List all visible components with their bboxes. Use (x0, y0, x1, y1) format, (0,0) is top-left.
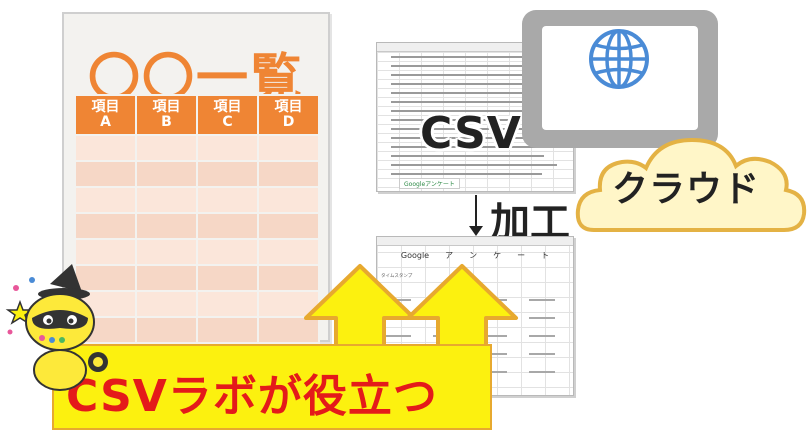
table-cell (135, 264, 198, 292)
table-cell (196, 134, 259, 162)
list-item (391, 155, 544, 157)
list-item (529, 353, 555, 355)
table-cell (74, 186, 137, 214)
table-cell (257, 134, 320, 162)
table-row (74, 134, 320, 162)
table-cell (74, 238, 137, 266)
processed-sheet-title: Google ア ン ケ ー ト (400, 251, 550, 260)
table-cell (257, 212, 320, 240)
table-cell (135, 160, 198, 188)
table-cell (196, 186, 259, 214)
table-cell (196, 264, 259, 292)
cloud-label: クラウド (612, 169, 761, 210)
table-row (74, 160, 320, 188)
table-row (74, 264, 320, 292)
table-cell (135, 238, 198, 266)
list-item (391, 119, 548, 121)
list-item (481, 353, 507, 355)
table-row (74, 212, 320, 240)
table-cell (196, 238, 259, 266)
list-item (391, 128, 561, 130)
table-cell (135, 290, 198, 318)
table-cell (196, 290, 259, 318)
table-cell (257, 264, 320, 292)
table-cell (196, 316, 259, 344)
table-cell (257, 160, 320, 188)
list-item (529, 317, 555, 319)
list-item (391, 92, 565, 94)
table-row (74, 316, 320, 344)
table-cell (257, 186, 320, 214)
list-item (391, 137, 546, 139)
sheet-tab[interactable]: Googleアンケート (399, 178, 460, 189)
table-cell (135, 134, 198, 162)
list-item (481, 335, 507, 337)
list-item (481, 371, 507, 373)
list-item (391, 83, 552, 85)
processed-header-timestamp: タイムスタンプ (381, 274, 413, 279)
list-item (391, 74, 567, 76)
banner-text: CSVラボが役立つ (66, 371, 438, 422)
list-item (391, 110, 563, 112)
column-header-bar (377, 237, 573, 246)
list-item (529, 371, 555, 373)
list-item (391, 173, 542, 175)
list-item (391, 65, 554, 67)
table-row (74, 238, 320, 266)
table-cell (257, 316, 320, 344)
list-item (391, 164, 557, 166)
table-cell (74, 212, 137, 240)
csv-label: CSV (420, 108, 522, 159)
table-row (74, 186, 320, 214)
table-cell (257, 238, 320, 266)
table-cell (196, 160, 259, 188)
table-cell (135, 186, 198, 214)
cloud-icon (575, 137, 807, 232)
table-cell (135, 316, 198, 344)
column-header-bar (377, 43, 573, 52)
table-cell (74, 134, 137, 162)
globe-icon (589, 29, 649, 89)
list-item (529, 335, 555, 337)
list-item (385, 335, 411, 337)
list-item (391, 101, 550, 103)
list-item (391, 146, 559, 148)
list-item (391, 56, 541, 58)
table-cell (196, 212, 259, 240)
mascot-icon (5, 264, 108, 391)
table-cell (74, 160, 137, 188)
table-cell (135, 212, 198, 240)
down-arrow-icon (475, 195, 477, 229)
down-arrow-head (469, 226, 483, 236)
banner (52, 344, 492, 430)
table-cell (74, 264, 137, 292)
list-item (529, 299, 555, 301)
